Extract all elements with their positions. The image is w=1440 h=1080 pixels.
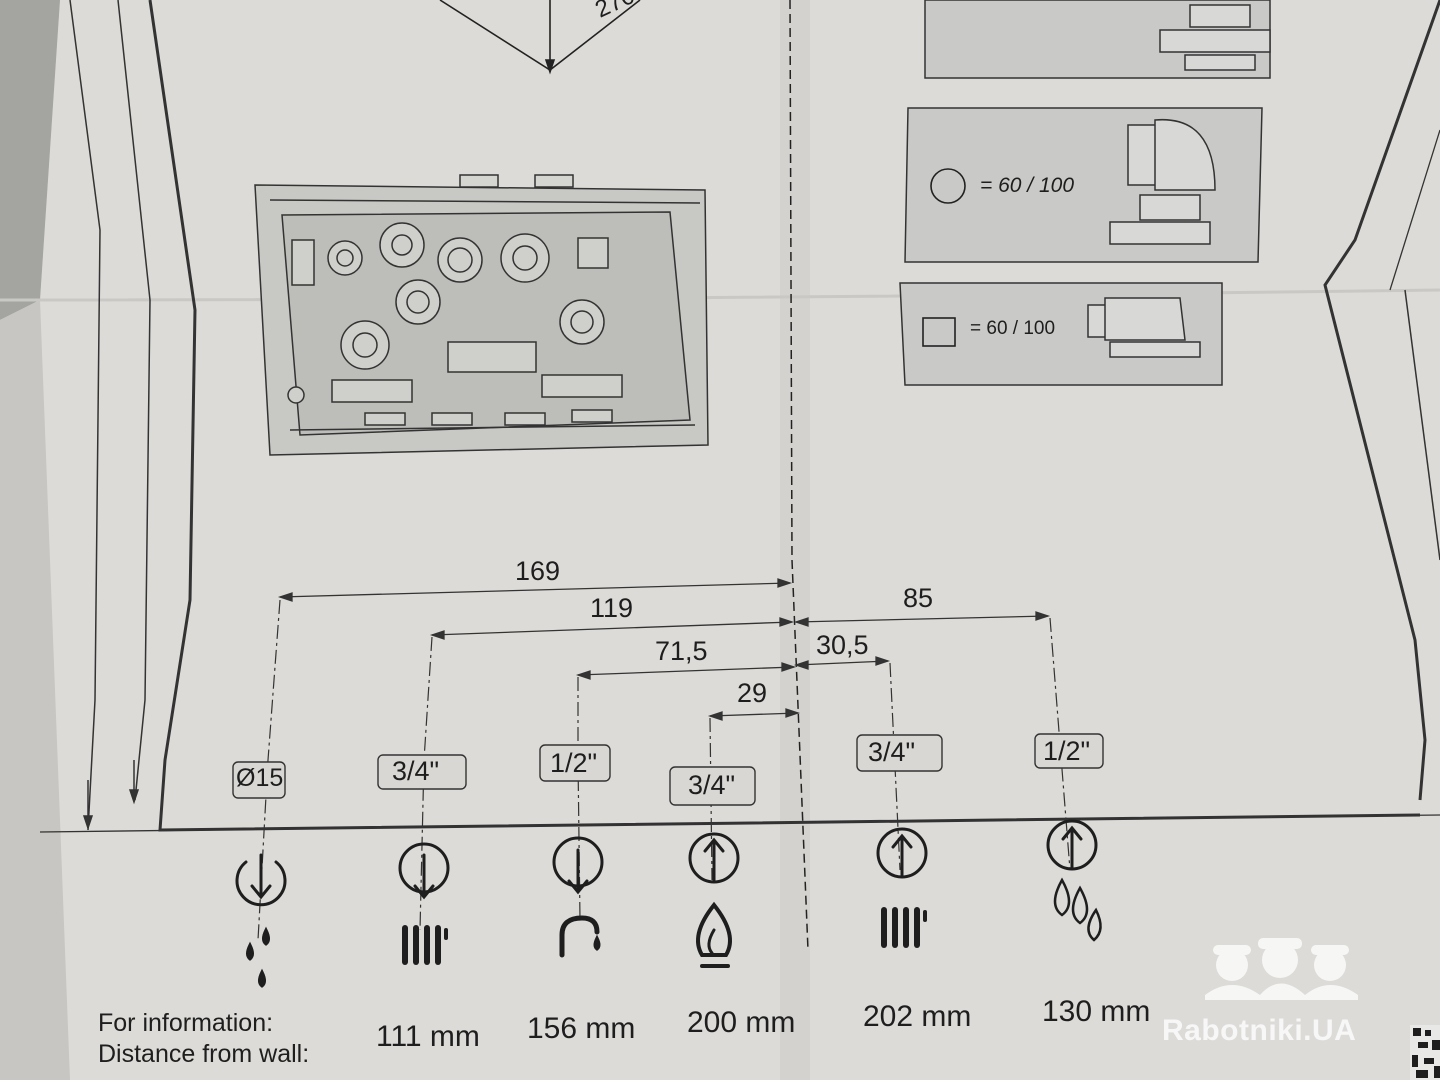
pipe-size-hot-water: 1/2"	[550, 748, 598, 778]
flue-option-circle	[904, 107, 1263, 263]
flue-option-top	[924, 0, 1271, 79]
sheet-border-lines	[39, 0, 1440, 833]
gas-flame-icon	[688, 832, 740, 968]
heating-flow-radiator-icon	[398, 842, 450, 965]
dimension-30-5: 30,5	[816, 630, 869, 660]
dimension-lines	[277, 578, 1051, 721]
pipe-size-heating-return: 3/4"	[868, 737, 916, 767]
pipe-size-drain: Ø15	[236, 764, 284, 792]
watermark-logo-icon	[1205, 938, 1358, 1000]
dimension-119: 119	[590, 593, 634, 623]
pipe-size-cold-water: 1/2"	[1043, 736, 1091, 766]
dimension-29: 29	[737, 678, 768, 708]
info-line-1: For information:	[98, 1009, 274, 1037]
square-icon	[922, 317, 956, 347]
dimension-169: 169	[515, 556, 561, 586]
distance-heating-flow: 111 mm	[376, 1020, 480, 1053]
flue-option-square	[899, 282, 1223, 386]
dimension-85: 85	[903, 583, 934, 613]
watermark-text: Rabotniki.UA	[1162, 1014, 1357, 1047]
flue-option-square-label: = 60 / 100	[970, 318, 1056, 339]
boiler-underside-drawing	[254, 174, 709, 456]
fold-line	[789, 0, 809, 951]
info-label: For information: Distance from wall:	[98, 1008, 309, 1070]
info-line-2: Distance from wall:	[98, 1040, 310, 1068]
dimension-71-5: 71,5	[655, 636, 708, 666]
heating-return-radiator-icon	[876, 827, 928, 948]
circle-icon	[930, 168, 966, 204]
pipe-size-gas: 3/4"	[688, 770, 736, 800]
pipe-size-tags	[232, 733, 1104, 806]
cold-water-drops-icon	[1046, 819, 1102, 942]
distance-hot-water: 156 mm	[527, 1012, 636, 1045]
distance-cold-water: 130 mm	[1042, 995, 1151, 1028]
hot-water-tap-icon	[552, 836, 604, 958]
distance-gas: 200 mm	[687, 1006, 796, 1039]
qr-code-fragment	[1410, 1025, 1440, 1080]
drain-drop-icon	[235, 853, 287, 988]
distance-heating-return: 202 mm	[863, 1000, 972, 1033]
flue-option-circle-label: = 60 / 100	[980, 174, 1074, 197]
pipe-size-heating-flow: 3/4"	[392, 756, 440, 786]
